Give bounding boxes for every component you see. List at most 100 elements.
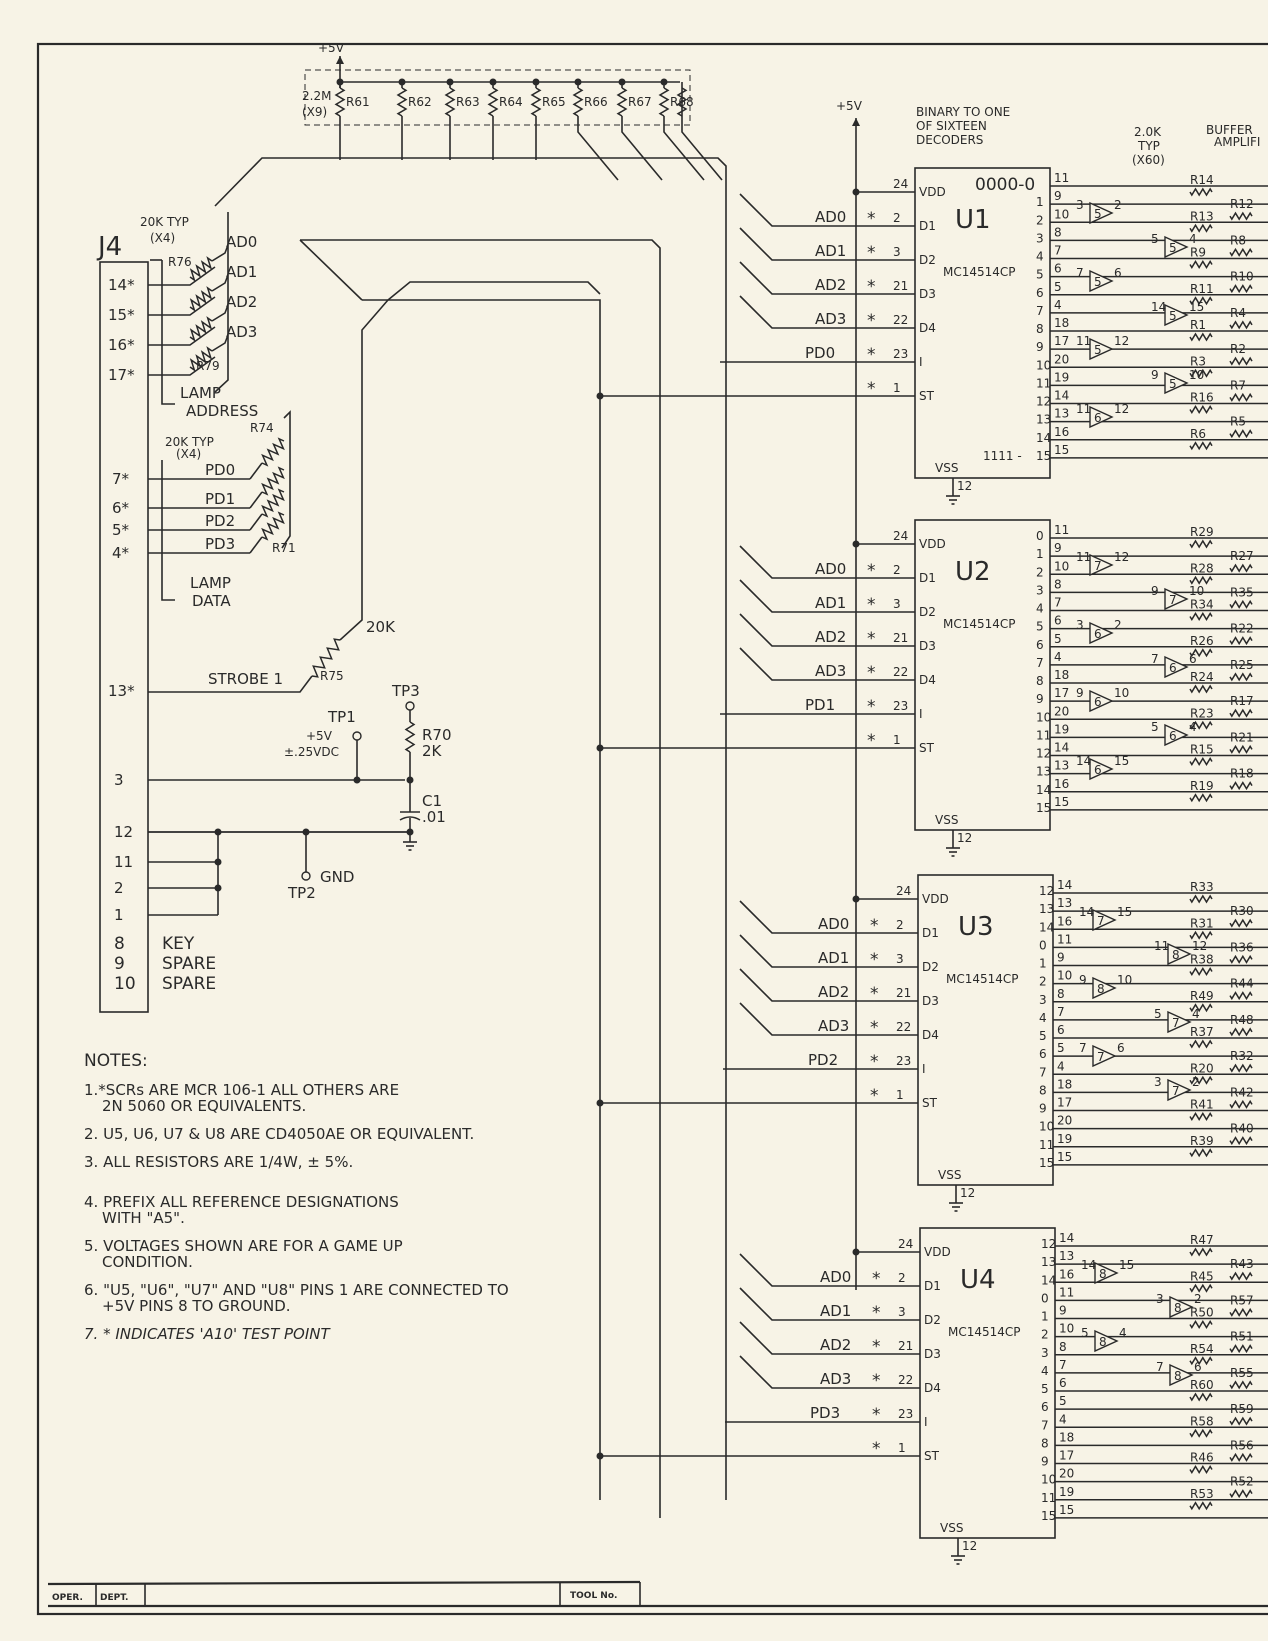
test-point-star: * [867, 629, 876, 649]
decoder-u3: U3MC14514CPVDD24D12*D23*D321*D422*I23*ST… [596, 874, 1268, 1212]
wire [739, 227, 915, 261]
decoder-pin-number: 2 [893, 563, 901, 577]
buffer-chip: 7 [1097, 1050, 1105, 1064]
decoder-pin-name: I [919, 355, 923, 369]
buffer-chip: 6 [1169, 729, 1177, 743]
output-resistor-ref: R12 [1230, 197, 1254, 211]
output-index: 3 [1041, 1346, 1049, 1360]
decoder-pin-number: 1 [896, 1088, 904, 1102]
test-point-star: * [872, 1439, 881, 1459]
test-point-icon [301, 871, 311, 881]
output-resistor-ref: R10 [1230, 270, 1254, 284]
output-resistor-ref: R47 [1190, 1233, 1214, 1247]
buffer-out-pin: 6 [1194, 1360, 1202, 1374]
test-point-star: * [867, 209, 876, 229]
junction-dot [852, 188, 860, 196]
output-pin-number: 14 [1054, 389, 1069, 403]
decoder-pin-number: 23 [893, 347, 908, 361]
resistor-icon [261, 466, 285, 496]
output-index: 6 [1036, 286, 1044, 300]
resistor-icon [444, 87, 456, 117]
buffer-in-pin: 14 [1076, 754, 1091, 768]
resistor-icon [1229, 320, 1253, 330]
test-point-star: * [867, 697, 876, 717]
title-block: OPER. DEPT. TOOL No. [47, 1580, 1268, 1608]
output-pin-number: 8 [1054, 225, 1062, 239]
buffer-icon [1164, 371, 1189, 395]
buffer-in-pin: 14 [1079, 905, 1094, 919]
resistor-icon [1189, 1148, 1213, 1158]
test-point-star: * [872, 1337, 881, 1357]
decoder-pin-name: D2 [922, 960, 939, 974]
output-pin-number: 18 [1054, 668, 1069, 682]
test-point-star: * [870, 916, 879, 936]
output-resistor-ref: R48 [1230, 1013, 1254, 1027]
j4-pin: 10 [114, 974, 136, 994]
buffer-in-pin: 3 [1076, 618, 1084, 632]
buffer-chip: 5 [1169, 241, 1177, 255]
decoder-pin-name: D2 [919, 605, 936, 619]
wire [211, 334, 229, 352]
vcc-label: +5V [318, 41, 345, 55]
output-index: 14 [1036, 783, 1051, 797]
decoder-pin-number: 22 [893, 665, 908, 679]
resistor-icon [1189, 1501, 1213, 1511]
j4-pin: 3 [114, 771, 124, 789]
junction-dot [596, 1452, 604, 1460]
output-pin-number: 8 [1054, 577, 1062, 591]
junction-dot [596, 1099, 604, 1107]
output-resistor-ref: R6 [1190, 427, 1206, 441]
wire [739, 261, 915, 295]
resistor-icon [1229, 918, 1253, 928]
pullup-value: 2.2M [302, 89, 331, 103]
buffer-icon [1089, 405, 1114, 429]
signal-label: PD2 [205, 512, 235, 530]
buffer-out-pin: 2 [1114, 198, 1122, 212]
output-pin-number: 4 [1054, 298, 1062, 312]
note-line: 3. ALL RESISTORS ARE 1/4W, ± 5%. [84, 1153, 353, 1171]
test-point-circuit [148, 701, 421, 915]
output-pin-number: 13 [1054, 759, 1069, 773]
output-pin-number: 9 [1059, 1304, 1067, 1318]
r70-ref: R70 [422, 726, 452, 744]
test-point-star: * [867, 345, 876, 365]
wire [739, 1321, 920, 1355]
address-input-label: AD2 [815, 276, 846, 294]
j4-pin: 13* [108, 682, 135, 700]
output-resistor-ref: R27 [1230, 549, 1254, 563]
output-index: 4 [1036, 602, 1044, 616]
output-index: 0 [1039, 938, 1047, 952]
output-resistor-ref: R51 [1230, 1330, 1254, 1344]
buffer-out-pin: 2 [1114, 618, 1122, 632]
output-resistor-ref: R29 [1190, 525, 1214, 539]
resistor-icon [1189, 1283, 1213, 1293]
resistor-icon [1229, 1099, 1253, 1109]
resistor-icon [1229, 636, 1253, 646]
buffer-chip: 5 [1094, 207, 1102, 221]
data-res-first: R74 [250, 421, 274, 435]
arrow-up-icon [336, 56, 344, 64]
address-input-label: AD0 [815, 208, 846, 226]
decoder-pin-name: ST [919, 389, 935, 403]
address-input-label: AD1 [815, 242, 846, 260]
decoder-pin-number: 21 [896, 986, 911, 1000]
output-index: 1 [1041, 1310, 1049, 1324]
tp3-name: TP3 [391, 682, 420, 700]
resistor-icon [1189, 684, 1213, 694]
output-resistor-ref: R46 [1190, 1451, 1214, 1465]
output-index: 0 [1036, 529, 1044, 543]
decoder-pin-number: 24 [898, 1237, 913, 1251]
wire [211, 274, 229, 292]
output-resistor-ref: R7 [1230, 378, 1246, 392]
resistor-icon [1229, 781, 1253, 791]
buffer-chip: 7 [1094, 559, 1102, 573]
test-point-icon [352, 731, 362, 741]
title-dept: DEPT. [100, 1593, 128, 1603]
output-pin-number: 4 [1059, 1412, 1067, 1426]
tp2-label: GND [320, 868, 354, 886]
resistor-icon [189, 256, 213, 282]
resistor-icon [1189, 1465, 1213, 1474]
resistor-icon [1229, 1452, 1253, 1462]
